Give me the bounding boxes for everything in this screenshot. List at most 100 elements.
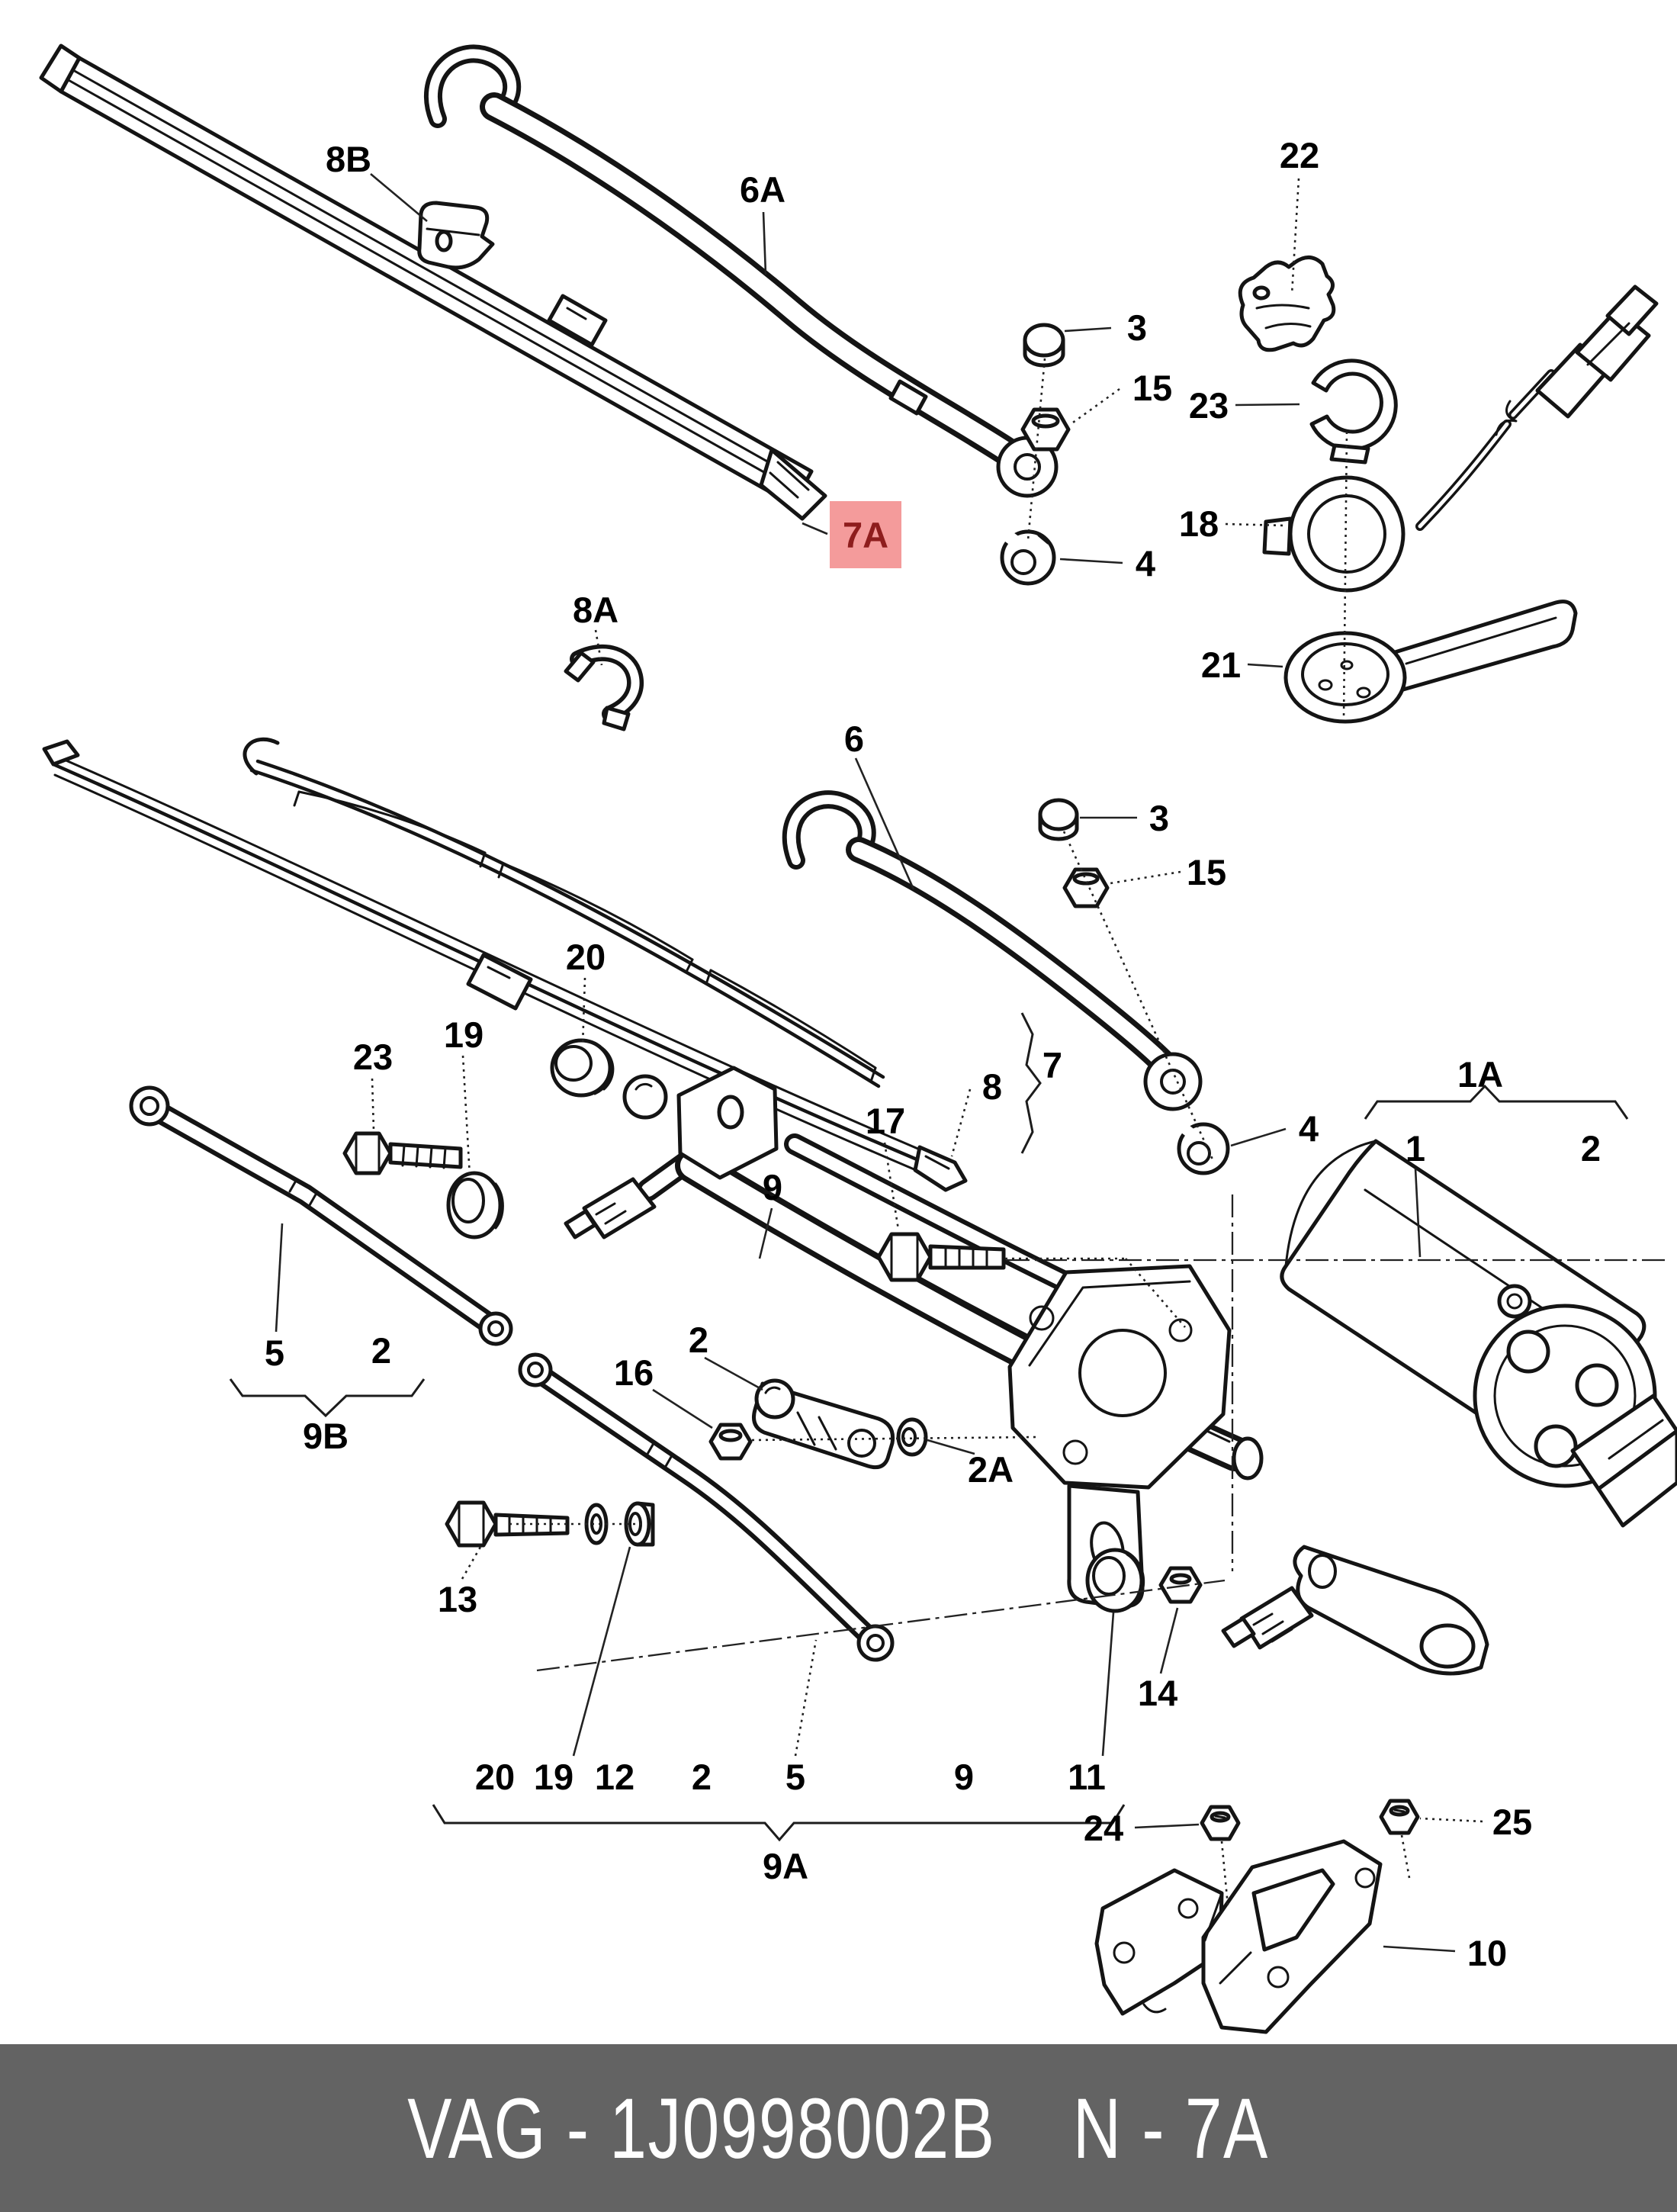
part-24-nut (1200, 1805, 1241, 1841)
part-2a-washer (896, 1417, 928, 1457)
leader-line (370, 173, 428, 222)
part-callout-16: 16 (614, 1352, 654, 1393)
part-18-contact-ring (1262, 285, 1659, 593)
part-callout-11: 11 (1068, 1757, 1106, 1797)
leader-line (1414, 1168, 1422, 1258)
part-callout-2: 2 (371, 1330, 391, 1371)
footer-text: VAG - 1J0998002B N - 7A (408, 2079, 1270, 2178)
part-callout-5: 5 (785, 1757, 805, 1797)
leader-line (802, 522, 828, 535)
part-callout-9A: 9A (763, 1846, 808, 1886)
leader-line (1159, 1607, 1179, 1674)
leader-line (1225, 522, 1287, 527)
part-callout-1: 1 (1406, 1128, 1425, 1169)
part-8a-blade-clip (564, 645, 644, 731)
part-7a-aero-blade (39, 43, 827, 521)
part-callout-17: 17 (866, 1101, 905, 1141)
part-callout-20: 20 (566, 937, 606, 977)
part-15-hex-nut-rear (1062, 867, 1110, 908)
part-11-grommet (1085, 1548, 1145, 1613)
part-callout-23: 23 (353, 1037, 393, 1077)
leader-line (1125, 1258, 1186, 1328)
brace-9a-group (432, 1804, 1126, 1842)
leader-line (594, 629, 603, 666)
leader-line (1247, 663, 1283, 668)
leader-line (794, 1639, 818, 1757)
highlighted-part-callout[interactable]: 7A (843, 515, 888, 555)
part-callout-8: 8 (982, 1066, 1002, 1107)
part-callout-22: 22 (1280, 135, 1319, 175)
leader-line (1235, 403, 1300, 407)
leader-line (1070, 387, 1120, 426)
part-callout-8B: 8B (326, 139, 371, 179)
part-23-bolt (342, 1131, 463, 1175)
part-10-bracket (1094, 1839, 1383, 2034)
part-8b-blade-clip (417, 201, 495, 270)
part-13-washer (584, 1503, 609, 1545)
leader-line (1026, 358, 1046, 541)
leader-line (1400, 1834, 1411, 1879)
part-14-nut (1158, 1566, 1203, 1604)
part-12-washer (624, 1501, 655, 1547)
highlight-box[interactable] (830, 501, 901, 568)
part-callout-24: 24 (1084, 1808, 1123, 1848)
part-9b-link-rod (129, 1085, 513, 1346)
part-callout-15: 15 (1132, 368, 1172, 408)
part-callout-6A: 6A (740, 169, 785, 210)
part-16-nut (708, 1423, 753, 1461)
part-callout-23: 23 (1189, 385, 1229, 426)
part-callout-25: 25 (1492, 1802, 1532, 1842)
part-callout-8A: 8A (573, 590, 618, 630)
part-8-conventional-blade (42, 737, 968, 1192)
part-callout-13: 13 (438, 1579, 477, 1619)
part-callout-9: 9 (954, 1757, 974, 1797)
leader-line (1062, 831, 1214, 1160)
part-callout-18: 18 (1179, 503, 1219, 544)
part-callout-4: 4 (1299, 1108, 1319, 1149)
footer-catalog-code: VAG - 1J0998002B (407, 2080, 996, 2176)
leader-line (762, 211, 767, 275)
part-20-bushing (550, 1038, 615, 1098)
part-callout-15: 15 (1187, 852, 1226, 892)
part-callout-6: 6 (844, 719, 864, 759)
part-motor-crank (1221, 1545, 1489, 1676)
leader-line (461, 1055, 471, 1177)
part-21-bearing-cup (1283, 600, 1578, 724)
leader-line (572, 1546, 631, 1757)
leader-line (1101, 1612, 1115, 1757)
leader-line (275, 1223, 284, 1333)
part-callout-9: 9 (763, 1167, 782, 1207)
part-callout-2A: 2A (968, 1449, 1014, 1490)
part-23-locking-ring (1309, 358, 1398, 465)
leader-line (927, 1439, 975, 1455)
part-callout-14: 14 (1138, 1673, 1177, 1713)
leader-line (854, 757, 915, 890)
part-25-nut (1379, 1799, 1420, 1835)
brace-7-group (1020, 1012, 1042, 1154)
part-1-wiper-motor (1280, 1139, 1677, 1528)
part-callout-5: 5 (265, 1333, 284, 1373)
part-3-cover-cap-rear (1038, 798, 1079, 841)
leader-line (704, 1356, 763, 1391)
part-callout-9B: 9B (303, 1416, 349, 1456)
part-4-spacer-clip-rear (1177, 1122, 1230, 1175)
leader-line (1419, 1817, 1483, 1823)
part-callout-21: 21 (1201, 645, 1241, 685)
leader-line (581, 977, 586, 1047)
part-callout-19: 19 (534, 1757, 573, 1797)
leader-line (652, 1388, 713, 1429)
part-motor-mount-plate (1007, 1264, 1232, 1609)
footer-bar: VAG - 1J0998002B N - 7A (0, 2044, 1677, 2212)
part-15-hex-nut-front (1020, 407, 1071, 452)
footer-section-ref: N - 7A (1073, 2080, 1270, 2176)
part-callout-19: 19 (444, 1014, 484, 1055)
part-4-spacer-clip-front (1000, 529, 1056, 586)
leader-line (536, 1579, 1226, 1672)
leader-line (1110, 870, 1181, 885)
leader-line (1064, 326, 1112, 333)
highlighted-part-ref-7A[interactable]: 7A (830, 501, 901, 568)
part-6-wiper-arm (782, 790, 1203, 1111)
